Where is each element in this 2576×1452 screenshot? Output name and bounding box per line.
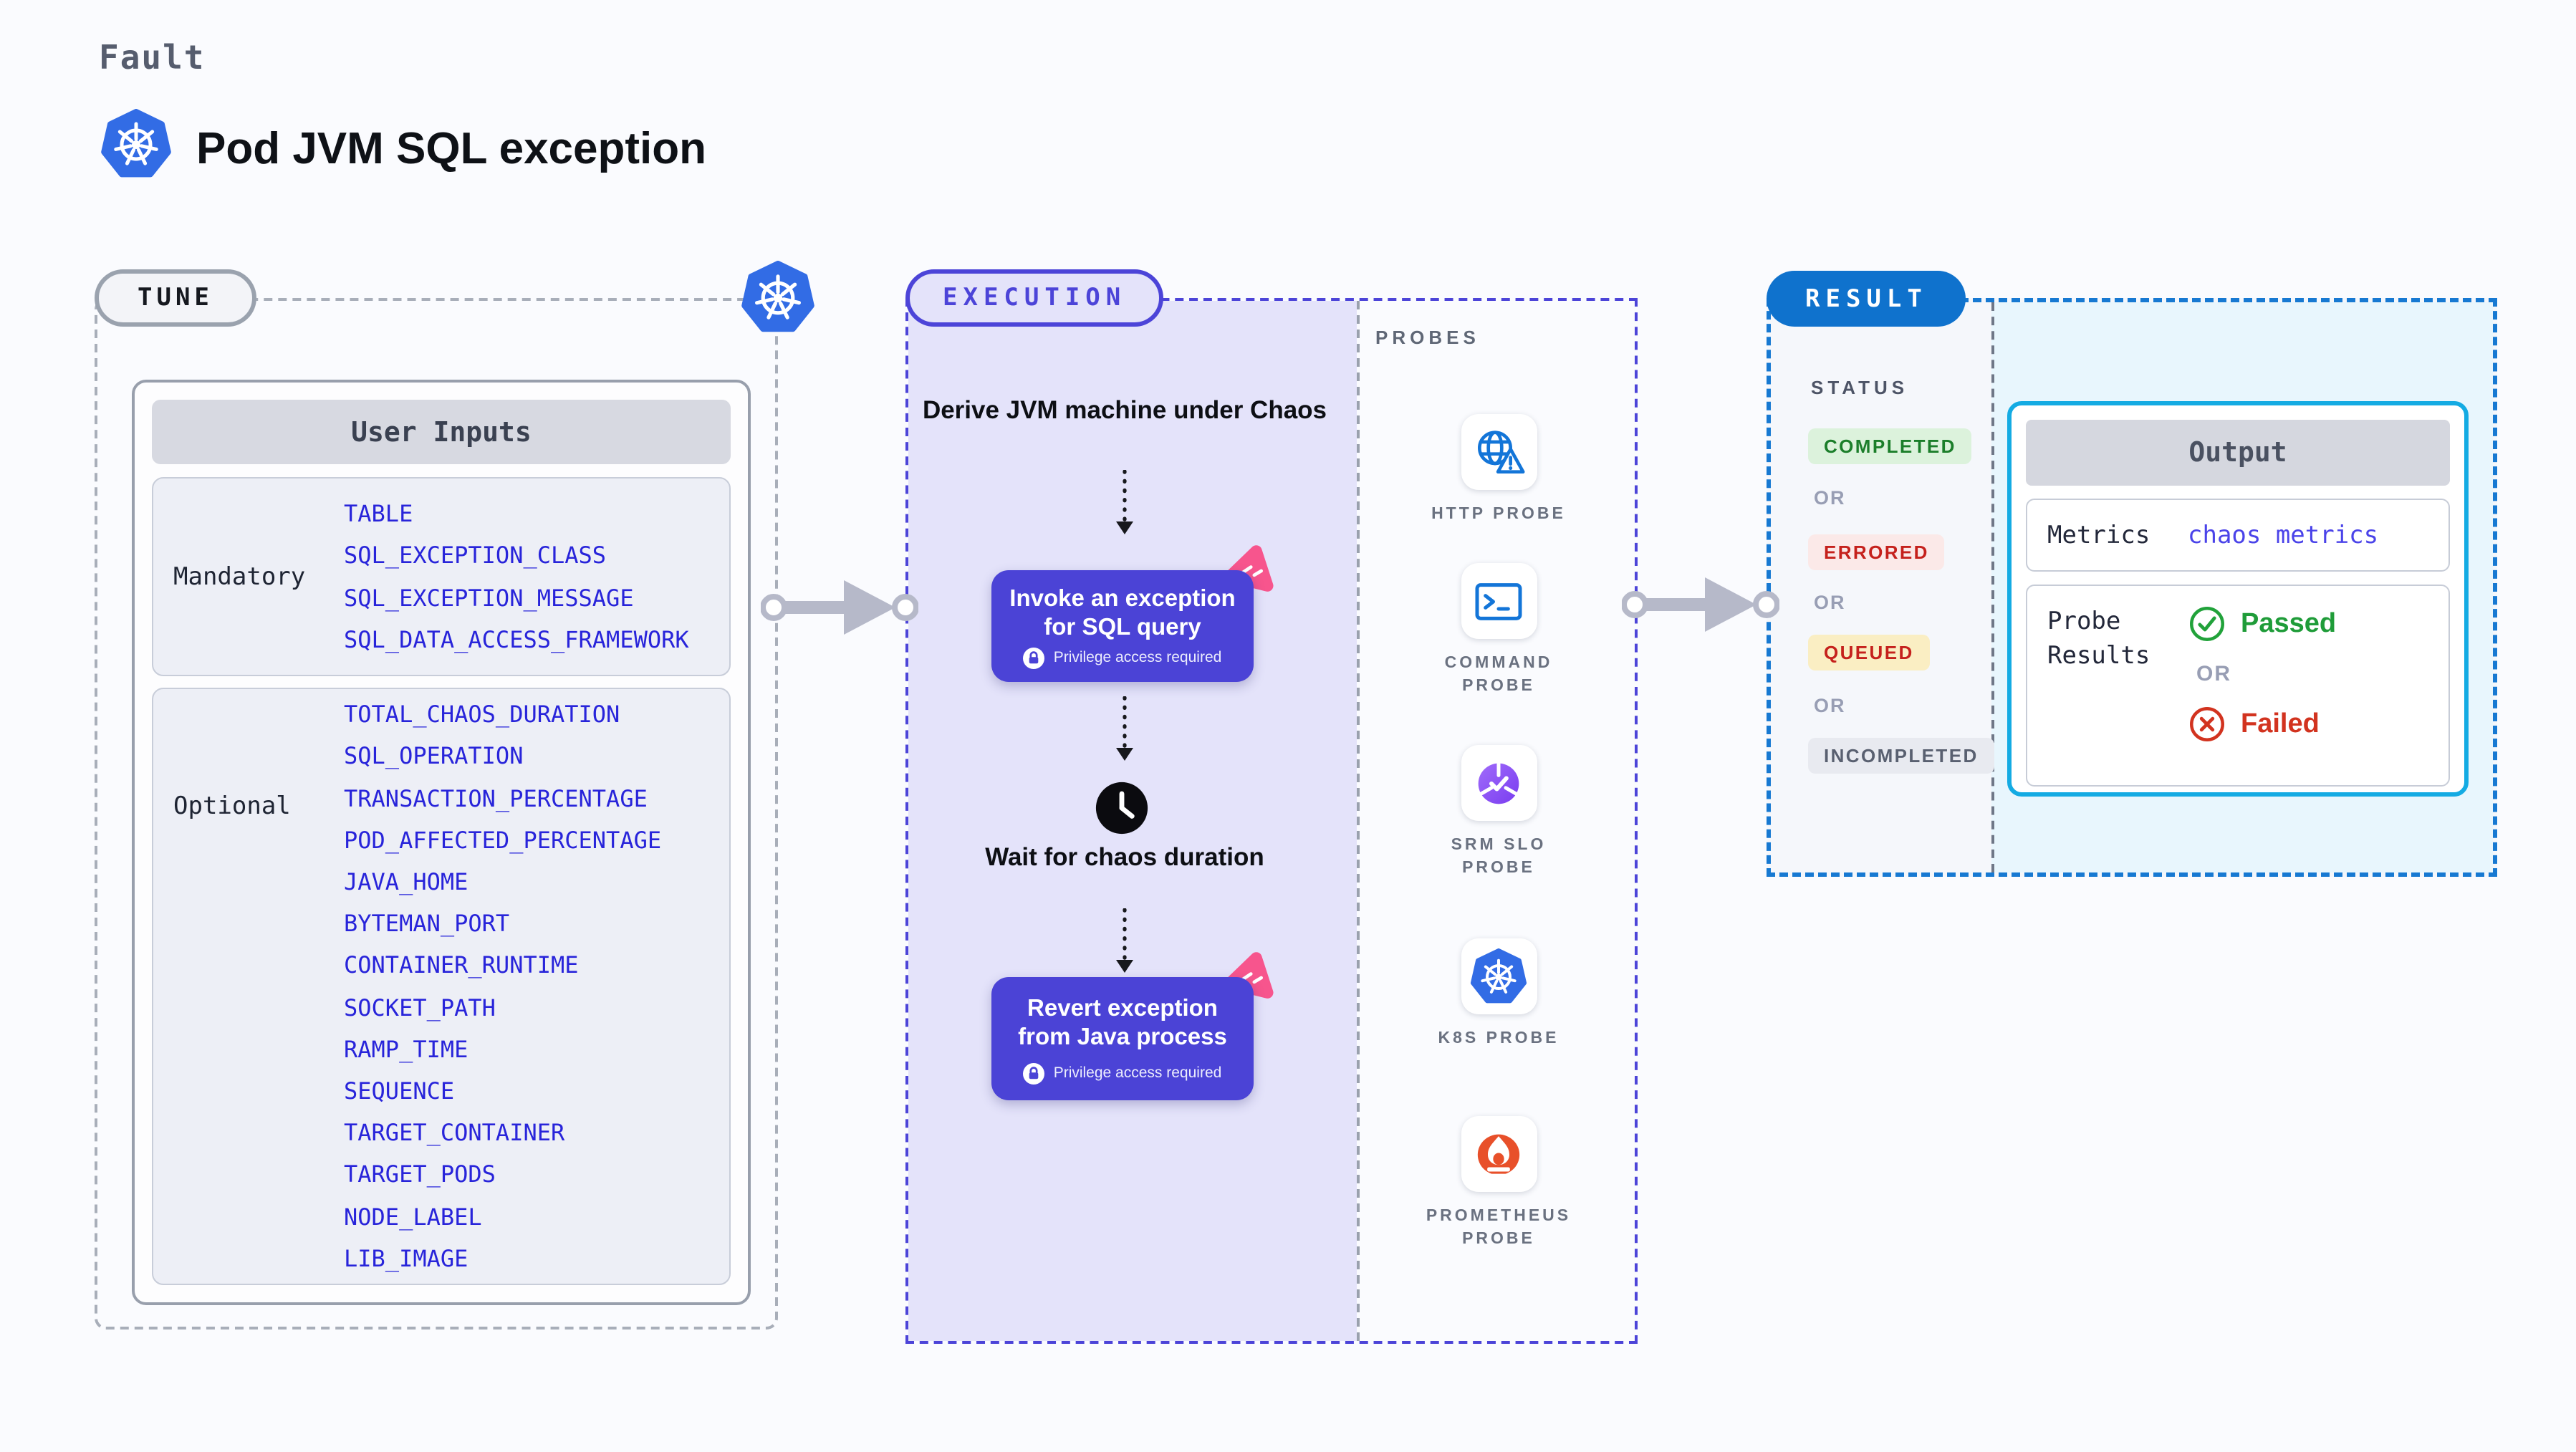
input-variable: TABLE — [344, 500, 413, 528]
probe-k8s: K8S PROBE — [1357, 938, 1640, 1050]
optional-group: Optional TOTAL_CHAOS_DURATION SQL_OPERATI… — [152, 688, 731, 1285]
kubernetes-icon — [741, 261, 815, 335]
probe-label: K8S PROBE — [1438, 1030, 1559, 1047]
terminal-icon — [1470, 572, 1527, 630]
input-variable: TRANSACTION_PERCENTAGE — [344, 784, 648, 812]
or-separator: OR — [1814, 695, 1846, 716]
lock-icon — [1024, 1062, 1045, 1084]
result-section: STATUS COMPLETED OR ERRORED OR QUEUED OR… — [1767, 298, 2497, 877]
x-circle-icon — [2188, 705, 2226, 744]
flow-connector-icon — [1110, 470, 1139, 536]
flow-connector-icon — [1110, 696, 1139, 762]
input-variable: JAVA_HOME — [344, 868, 468, 896]
kubernetes-icon — [100, 109, 172, 181]
probe-label: PROMETHEUS PROBE — [1426, 1208, 1572, 1248]
arrow-execution-to-result — [1622, 573, 1779, 636]
fault-kicker: Fault — [99, 40, 206, 77]
page-title: Pod JVM SQL exception — [196, 123, 707, 173]
input-variable: TOTAL_CHAOS_DURATION — [344, 701, 620, 729]
check-circle-icon — [2188, 605, 2226, 643]
probe-label: COMMAND PROBE — [1444, 655, 1553, 695]
status-badge-queued: QUEUED — [1808, 635, 1930, 670]
input-variable: TARGET_PODS — [344, 1160, 496, 1188]
failed-label: Failed — [2241, 708, 2320, 739]
probe-results-label: Probe Results — [2047, 607, 2150, 670]
status-badge-completed: COMPLETED — [1808, 428, 1972, 464]
probe-http: HTTP PROBE — [1357, 414, 1640, 526]
user-inputs-card: User Inputs Mandatory TABLE SQL_EXCEPTION… — [132, 380, 751, 1305]
revert-exception-title: Revert exception from Java process — [1018, 995, 1227, 1049]
arrow-tune-to-execution — [761, 576, 918, 639]
input-variable: SQL_EXCEPTION_MESSAGE — [344, 584, 634, 612]
input-variable: BYTEMAN_PORT — [344, 910, 510, 938]
or-separator: OR — [1814, 592, 1846, 613]
execution-pill: EXECUTION — [905, 269, 1164, 327]
output-title: Output — [2026, 420, 2450, 486]
result-pill: RESULT — [1767, 271, 1966, 327]
input-variable: NODE_LABEL — [344, 1203, 482, 1231]
input-variable: SEQUENCE — [344, 1077, 455, 1105]
input-variable: RAMP_TIME — [344, 1035, 468, 1063]
mandatory-group: Mandatory TABLE SQL_EXCEPTION_CLASS SQL_EX… — [152, 477, 731, 676]
flow-connector-icon — [1110, 908, 1139, 974]
globe-alert-icon — [1470, 423, 1527, 481]
step-derive-jvm: Derive JVM machine under Chaos — [922, 395, 1327, 424]
input-variable: POD_AFFECTED_PERCENTAGE — [344, 826, 662, 854]
or-separator: OR — [1814, 487, 1846, 509]
metrics-value: chaos metrics — [2188, 521, 2379, 549]
input-variable: SOCKET_PATH — [344, 994, 496, 1021]
input-variable: TARGET_CONTAINER — [344, 1119, 565, 1147]
probe-command: COMMAND PROBE — [1357, 563, 1640, 698]
step-wait-duration: Wait for chaos duration — [985, 842, 1264, 871]
optional-values: TOTAL_CHAOS_DURATION SQL_OPERATION TRANSAC… — [344, 689, 729, 1284]
lock-icon — [1024, 647, 1045, 668]
metrics-row: Metrics chaos metrics — [2026, 499, 2450, 572]
passed-label: Passed — [2241, 608, 2337, 638]
status-title: STATUS — [1811, 377, 1909, 398]
optional-label: Optional — [173, 792, 291, 821]
status-badge-errored: ERRORED — [1808, 534, 1945, 570]
probes-divider — [1357, 301, 1360, 1341]
input-variable: SQL_DATA_ACCESS_FRAMEWORK — [344, 625, 689, 653]
output-card: Output Metrics chaos metrics Probe Resul… — [2007, 401, 2469, 797]
privilege-note: Privilege access required — [1053, 1064, 1222, 1082]
metrics-label: Metrics — [2047, 521, 2150, 549]
probe-results-row: Probe Results Passed OR Failed — [2026, 585, 2450, 787]
invoke-exception-title: Invoke an exception for SQL query — [1009, 585, 1236, 640]
prometheus-icon — [1470, 1125, 1527, 1183]
execution-section: Derive JVM machine under Chaos Invoke an… — [905, 298, 1638, 1344]
mandatory-label: Mandatory — [173, 562, 306, 591]
probes-title: PROBES — [1375, 327, 1480, 348]
input-variable: CONTAINER_RUNTIME — [344, 951, 579, 979]
tune-pill: TUNE — [95, 269, 256, 327]
input-variable: LIB_IMAGE — [344, 1244, 468, 1272]
mandatory-values: TABLE SQL_EXCEPTION_CLASS SQL_EXCEPTION_ME… — [344, 479, 729, 675]
probe-prometheus: PROMETHEUS PROBE — [1357, 1116, 1640, 1251]
user-inputs-title: User Inputs — [152, 400, 731, 464]
privilege-note: Privilege access required — [1053, 649, 1222, 666]
probe-srm-slo: SRM SLO PROBE — [1357, 745, 1640, 880]
status-badge-incompleted: INCOMPLETED — [1808, 738, 1994, 774]
result-divider — [1991, 302, 1994, 872]
or-separator: OR — [2196, 662, 2231, 686]
tune-section: User Inputs Mandatory TABLE SQL_EXCEPTION… — [95, 298, 778, 1330]
input-variable: SQL_EXCEPTION_CLASS — [344, 542, 607, 569]
probe-label: SRM SLO PROBE — [1451, 837, 1547, 877]
invoke-exception-step: Invoke an exception for SQL query Privil… — [991, 570, 1254, 682]
input-variable: SQL_OPERATION — [344, 742, 524, 770]
revert-exception-step: Revert exception from Java process Privi… — [991, 977, 1254, 1100]
kubernetes-icon — [1470, 948, 1527, 1005]
clock-icon — [1095, 781, 1149, 835]
slo-gauge-icon — [1470, 754, 1527, 812]
probe-label: HTTP PROBE — [1431, 506, 1566, 523]
